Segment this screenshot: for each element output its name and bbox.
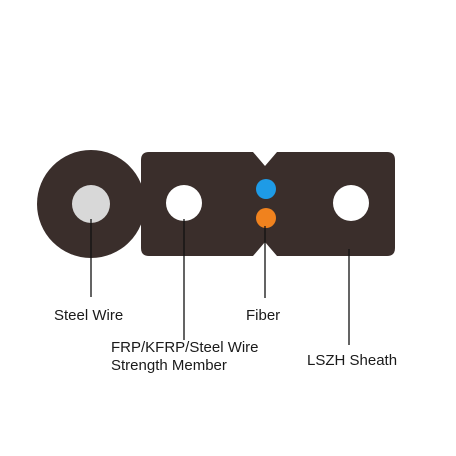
strength-member-label-line2: Strength Member xyxy=(111,357,227,374)
strength-member-left xyxy=(166,185,202,221)
steel-wire-label: Steel Wire xyxy=(54,307,124,324)
drop-cable-cross-section xyxy=(37,150,395,258)
fiber-blue xyxy=(256,179,276,199)
steel-wire xyxy=(72,185,110,223)
fiber-orange xyxy=(256,208,276,228)
leader-lines xyxy=(90,219,350,345)
strength-member-label-line1: FRP/KFRP/Steel Wire xyxy=(111,339,259,356)
sheath-label: LSZH Sheath xyxy=(307,352,398,369)
strength-member-right xyxy=(333,185,369,221)
fiber-label: Fiber xyxy=(246,307,281,324)
main-sheath xyxy=(141,152,395,256)
strength-member-label: FRP/KFRP/Steel Wire Strength Member xyxy=(111,339,259,375)
